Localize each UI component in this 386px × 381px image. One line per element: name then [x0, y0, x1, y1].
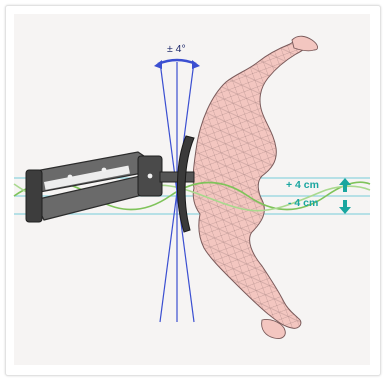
arrow-down-icon	[339, 200, 351, 214]
device-shaft	[160, 172, 194, 182]
rotation-axes	[160, 62, 194, 322]
gripper-device	[26, 136, 194, 232]
device-plate	[177, 136, 194, 232]
right-hand	[292, 36, 318, 51]
rotation-arrowhead-right	[192, 60, 200, 69]
device-bolt-2	[102, 168, 107, 173]
rotation-arrowhead-left	[154, 60, 162, 69]
up-label: + 4 cm	[286, 179, 319, 191]
device-bolt-3	[148, 174, 153, 179]
device-end-block	[26, 170, 42, 222]
device-bolt-1	[68, 175, 73, 180]
down-label: - 4 cm	[288, 197, 318, 209]
angle-label: ± 4°	[167, 43, 186, 55]
arrow-up-icon	[339, 178, 351, 192]
